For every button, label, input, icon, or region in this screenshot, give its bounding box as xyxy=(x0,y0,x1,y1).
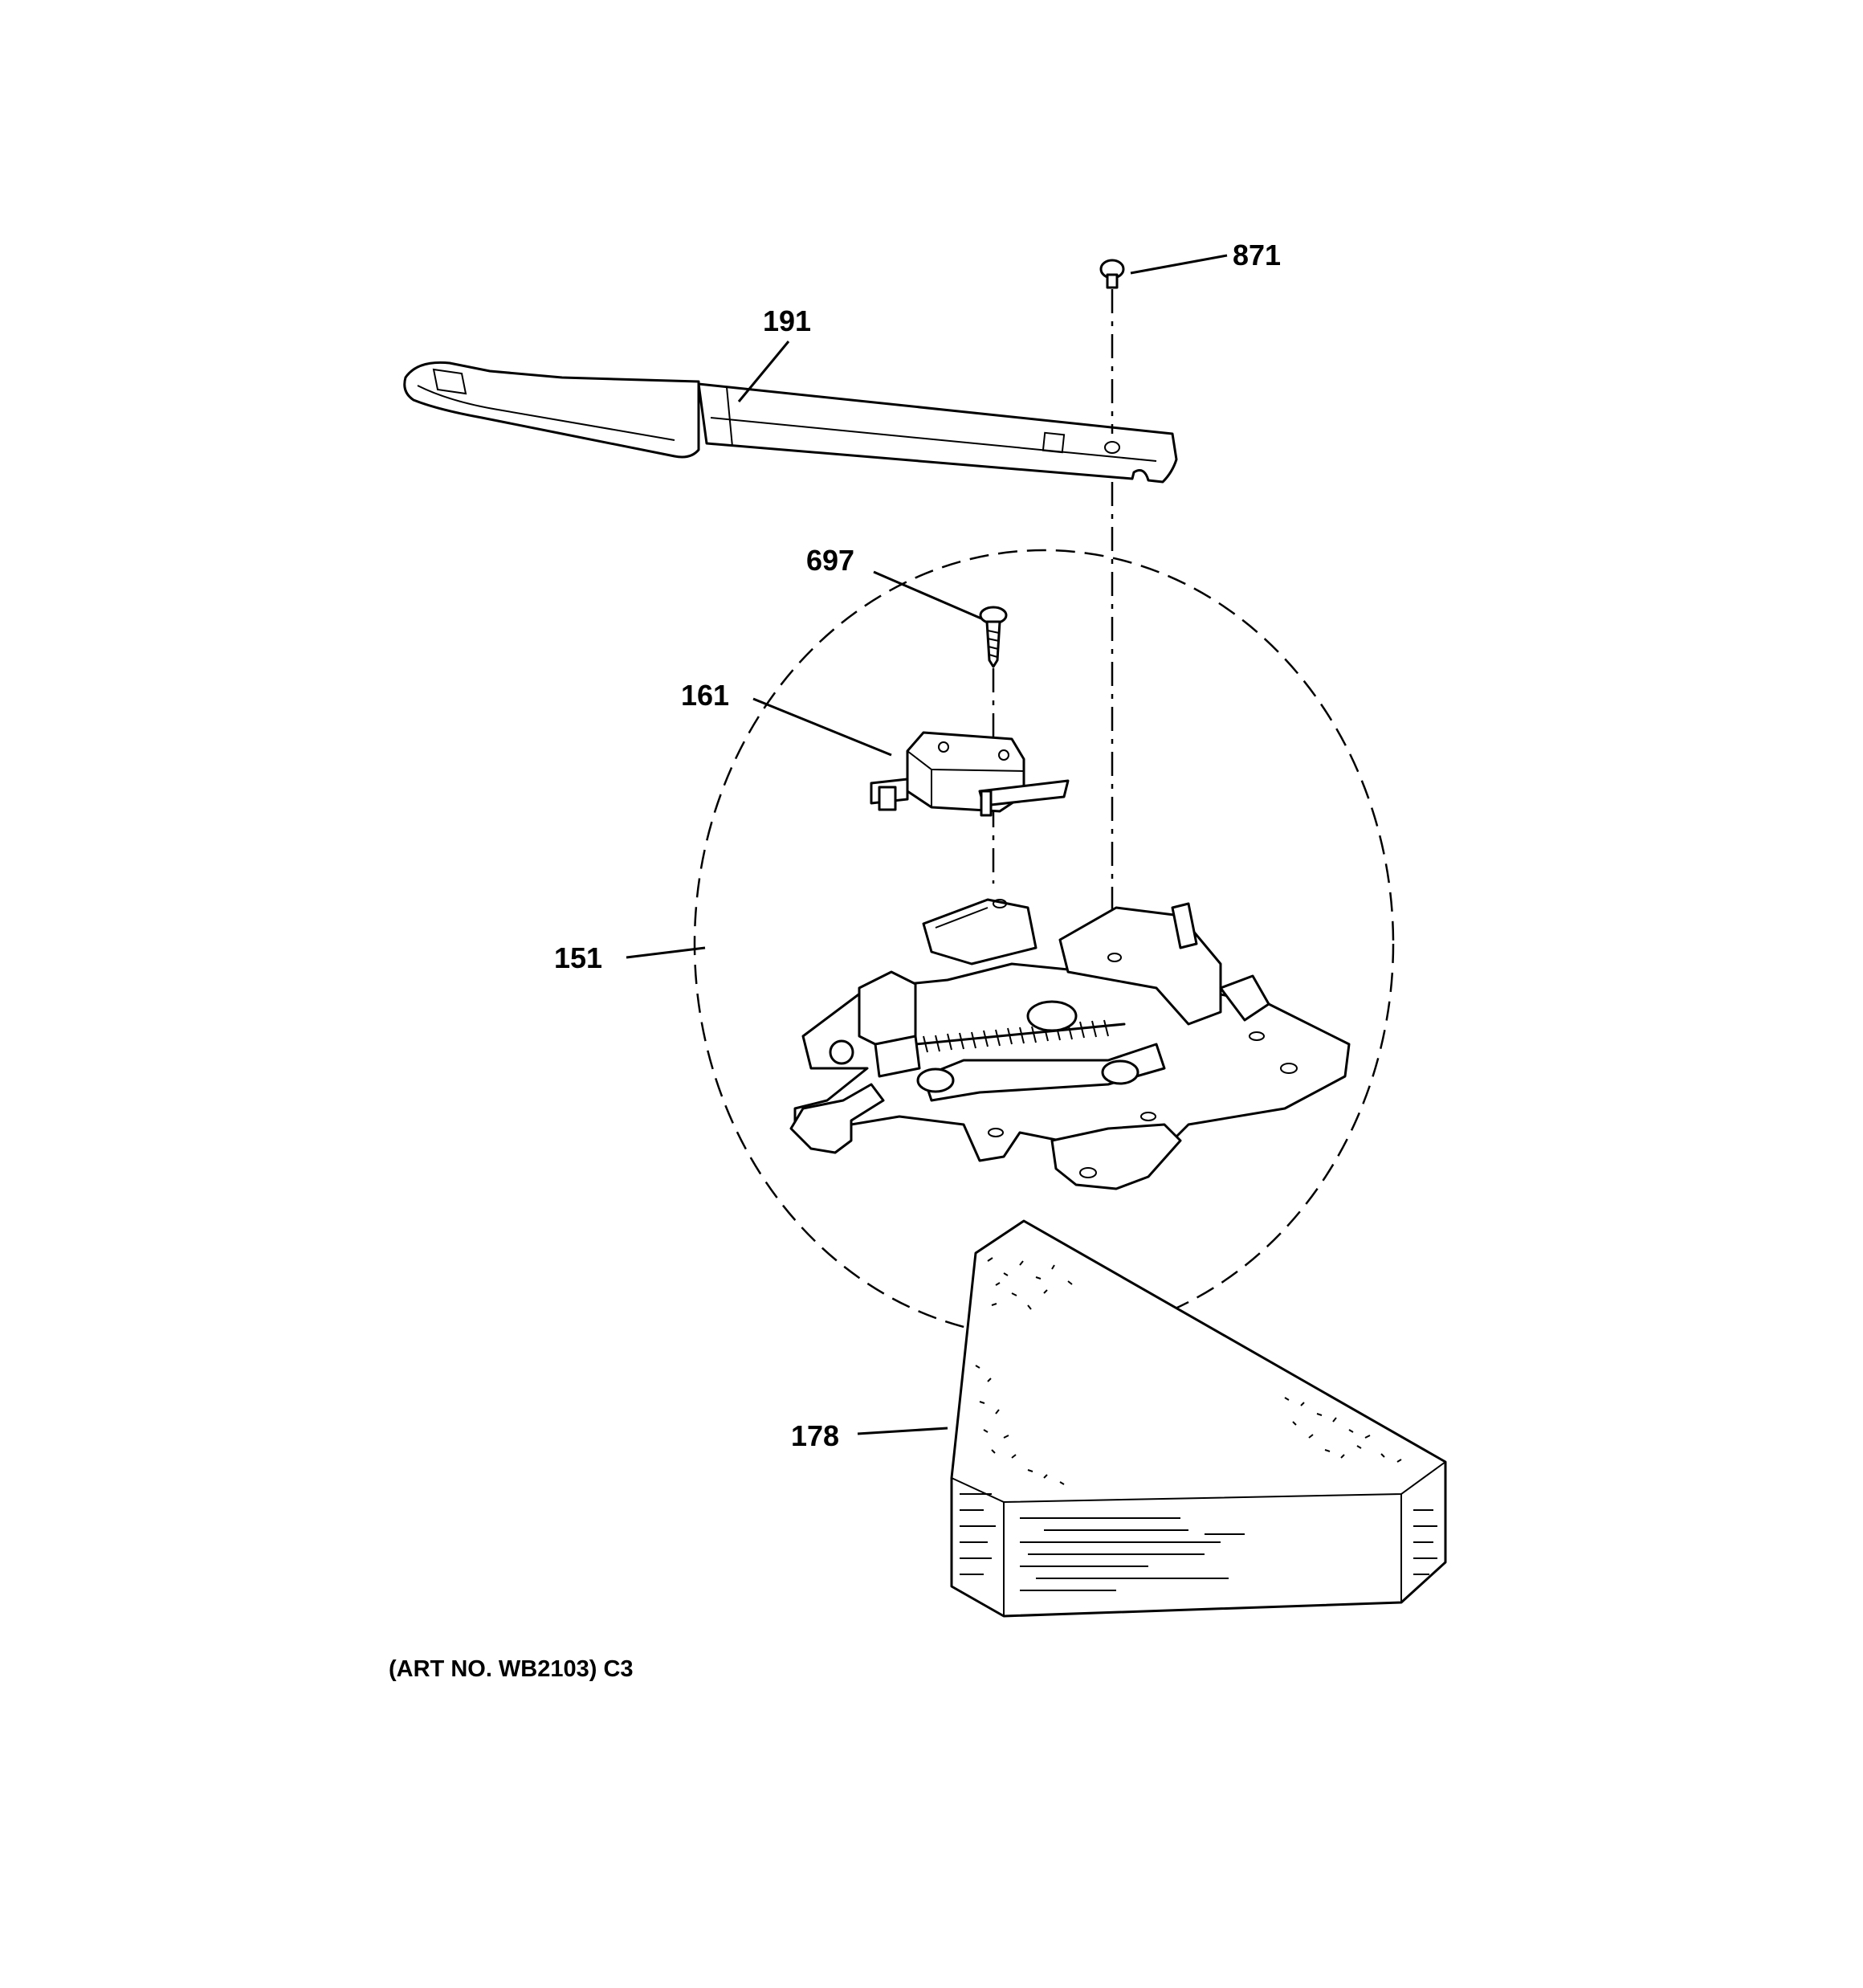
leader-191 xyxy=(737,341,790,402)
callout-178: 178 xyxy=(791,1419,839,1452)
latch-handle-part xyxy=(403,361,1178,484)
leader-151 xyxy=(626,946,706,959)
assembly-outline-151 xyxy=(693,549,1395,1339)
leader-871 xyxy=(1130,254,1228,275)
insulation-block-part xyxy=(950,1219,1447,1618)
leader-178 xyxy=(857,1427,948,1435)
screw-871-part xyxy=(1099,259,1125,289)
callout-191: 191 xyxy=(763,304,811,337)
callout-161: 161 xyxy=(681,679,729,712)
leader-161 xyxy=(752,697,892,757)
screw-697-part xyxy=(979,606,1008,668)
micro-switch-part xyxy=(870,731,1070,817)
door-lock-assembly-part xyxy=(789,898,1351,1190)
callout-697: 697 xyxy=(806,544,854,577)
leader-697 xyxy=(873,570,982,620)
callout-151: 151 xyxy=(554,941,602,974)
art-number-caption: (ART NO. WB2103) C3 xyxy=(389,1656,634,1682)
callout-871: 871 xyxy=(1233,239,1281,271)
